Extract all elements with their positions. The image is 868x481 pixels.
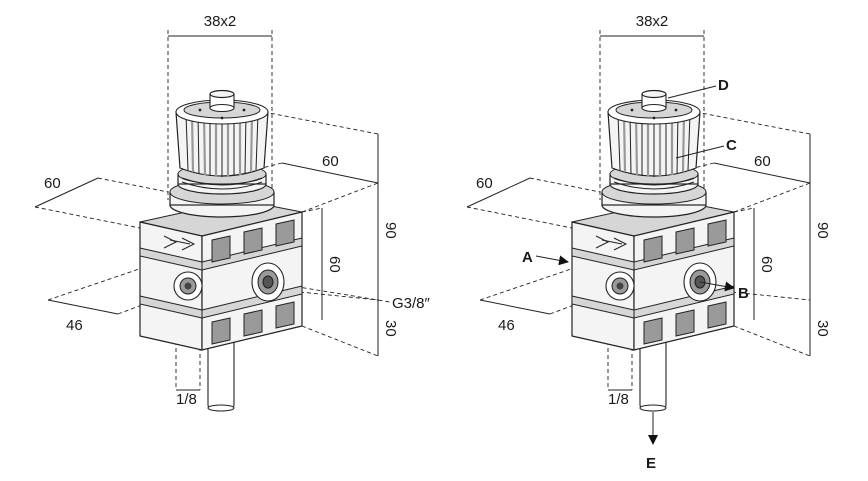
label-e: E	[646, 455, 656, 472]
label-c: C	[726, 137, 737, 154]
flow-arrow-b	[699, 281, 735, 292]
leader-c	[675, 145, 725, 159]
dim-left-width-label: 60	[476, 175, 493, 192]
dim-height-total-label: 90	[814, 222, 831, 239]
dim-depth-label: 46	[498, 317, 515, 334]
leader-d	[667, 85, 717, 99]
gauge-thread-label: 1/8	[608, 391, 629, 408]
dim-lower-label: 30	[814, 320, 831, 337]
flow-arrow-a	[535, 255, 569, 266]
dim-height-total-label: 90	[382, 222, 399, 239]
dim-depth-label: 46	[66, 317, 83, 334]
dim-top-label: 38x2	[204, 13, 237, 30]
dim-body-height-label: 60	[326, 256, 343, 273]
regulator-right	[570, 89, 736, 413]
dim-body-height-label: 60	[758, 256, 775, 273]
left-figure: 38x2 60 60 90 60 30 46 G3/8″ 1/8	[34, 13, 431, 413]
label-b: B	[738, 285, 749, 302]
label-d: D	[718, 77, 729, 94]
dim-right-width-label: 60	[754, 153, 771, 170]
dim-lower-label: 30	[382, 320, 399, 337]
dim-left-width-label: 60	[44, 175, 61, 192]
regulator-left	[138, 89, 304, 413]
dim-top-label: 38x2	[636, 13, 669, 30]
gauge-thread-label: 1/8	[176, 391, 197, 408]
port-thread-label: G3/8″	[392, 295, 431, 312]
dim-right-width-label: 60	[322, 153, 339, 170]
label-a: A	[522, 249, 533, 266]
right-figure: 38x2 60 60 90 60 30 46 1/8 A B C D E	[466, 13, 831, 472]
